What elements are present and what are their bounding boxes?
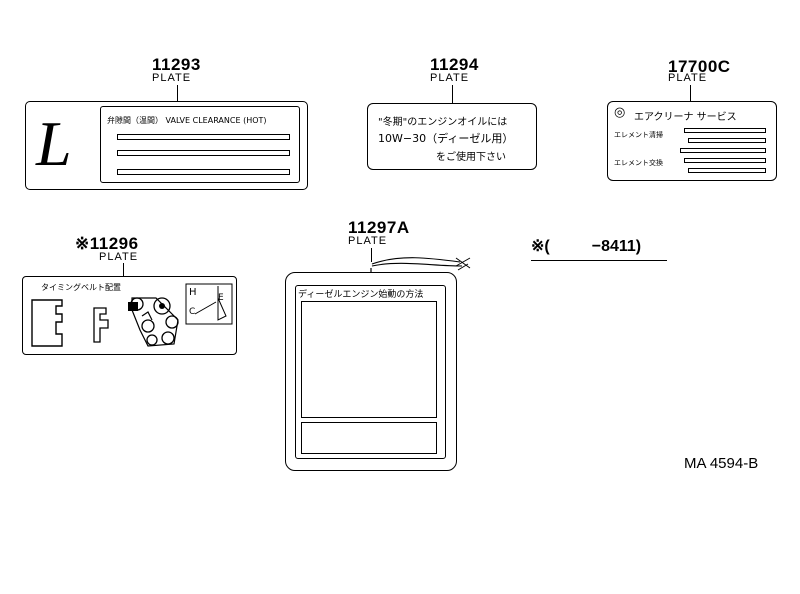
leader-line-11296 xyxy=(123,263,124,277)
plate-11294: "冬期"のエンジンオイルには 10W−30（ディーゼル用） をご使用下さい xyxy=(367,103,537,170)
plate-17700c: ◎ エアクリーナ サービス エレメント清掃 エレメント交換 xyxy=(607,101,777,181)
part-label-17700c: PLATE xyxy=(668,72,708,84)
plate-11297a-lower-box xyxy=(301,422,437,454)
plate-11294-line3: をご使用下さい xyxy=(436,152,506,163)
plate-17700c-bar xyxy=(680,148,766,153)
part-label-11296: PLATE xyxy=(99,251,139,263)
plate-11293-bar xyxy=(117,134,290,140)
leader-line-11297a xyxy=(371,248,372,262)
plate-11297a-title: ディーゼルエンジン始動の方法 xyxy=(298,290,424,300)
plate-11296-c: C xyxy=(189,307,196,317)
plate-17700c-title: エアクリーナ サービス xyxy=(634,112,737,123)
leader-line-11293 xyxy=(177,85,178,102)
note-close-paren: ) xyxy=(635,238,642,255)
plate-11293-panel: 弁隙間（温間） VALVE CLEARANCE (HOT) xyxy=(100,106,300,183)
plate-11294-line1: "冬期"のエンジンオイルには xyxy=(378,117,508,128)
plate-11293-text: 弁隙間（温間） VALVE CLEARANCE (HOT) xyxy=(107,116,267,125)
part-label-11297a: PLATE xyxy=(348,235,388,247)
plate-17700c-bar xyxy=(688,138,766,143)
part-number-17700c: 17700C xyxy=(668,57,731,76)
plate-11297a-upper-box xyxy=(301,301,437,418)
plate-17700c-row2: エレメント交換 xyxy=(614,159,663,167)
part-number-11293: 11293 xyxy=(152,55,201,74)
note-underline xyxy=(531,260,667,261)
plate-17700c-bar xyxy=(688,168,766,173)
plate-11297a: ディーゼルエンジン始動の方法 xyxy=(285,272,457,471)
figure-code: MA 4594-B xyxy=(684,455,759,472)
note-range: −8411 xyxy=(591,238,636,255)
asterisk-mark: ※ xyxy=(75,234,90,253)
note-open-paren: ( xyxy=(544,238,550,255)
applicability-note: ※( −8411) xyxy=(531,236,641,256)
plate-11297a-panel: ディーゼルエンジン始動の方法 xyxy=(295,285,446,459)
plate-11293-bar xyxy=(117,169,290,175)
part-label-11293: PLATE xyxy=(152,72,192,84)
plate-11296: タイミングベルト配置 H E C xyxy=(22,276,237,355)
part-number-11297a: 11297A xyxy=(348,218,410,237)
timing-belt-diagram xyxy=(31,283,233,347)
plate-11296-h: H xyxy=(189,287,197,298)
part-number-text: 11296 xyxy=(89,234,139,253)
part-number-11294: 11294 xyxy=(430,55,479,74)
plate-11293-letter: L xyxy=(36,108,72,179)
leader-line-11294 xyxy=(452,85,453,103)
plate-17700c-logo-icon: ◎ xyxy=(614,105,626,120)
plate-11296-title: タイミングベルト配置 xyxy=(41,283,121,292)
plate-11294-line2: 10W−30（ディーゼル用） xyxy=(378,132,514,145)
plate-11293-bar xyxy=(117,150,290,156)
part-number-11296: ※11296 xyxy=(75,234,139,254)
note-asterisk: ※ xyxy=(531,238,545,255)
plate-17700c-bar xyxy=(684,158,766,163)
part-label-11294: PLATE xyxy=(430,72,470,84)
plate-11293: L 弁隙間（温間） VALVE CLEARANCE (HOT) xyxy=(25,101,308,190)
plate-11296-e: E xyxy=(218,293,224,303)
plate-17700c-row1: エレメント清掃 xyxy=(614,131,663,139)
plate-17700c-bar xyxy=(684,128,766,133)
leader-line-17700c xyxy=(690,85,691,101)
